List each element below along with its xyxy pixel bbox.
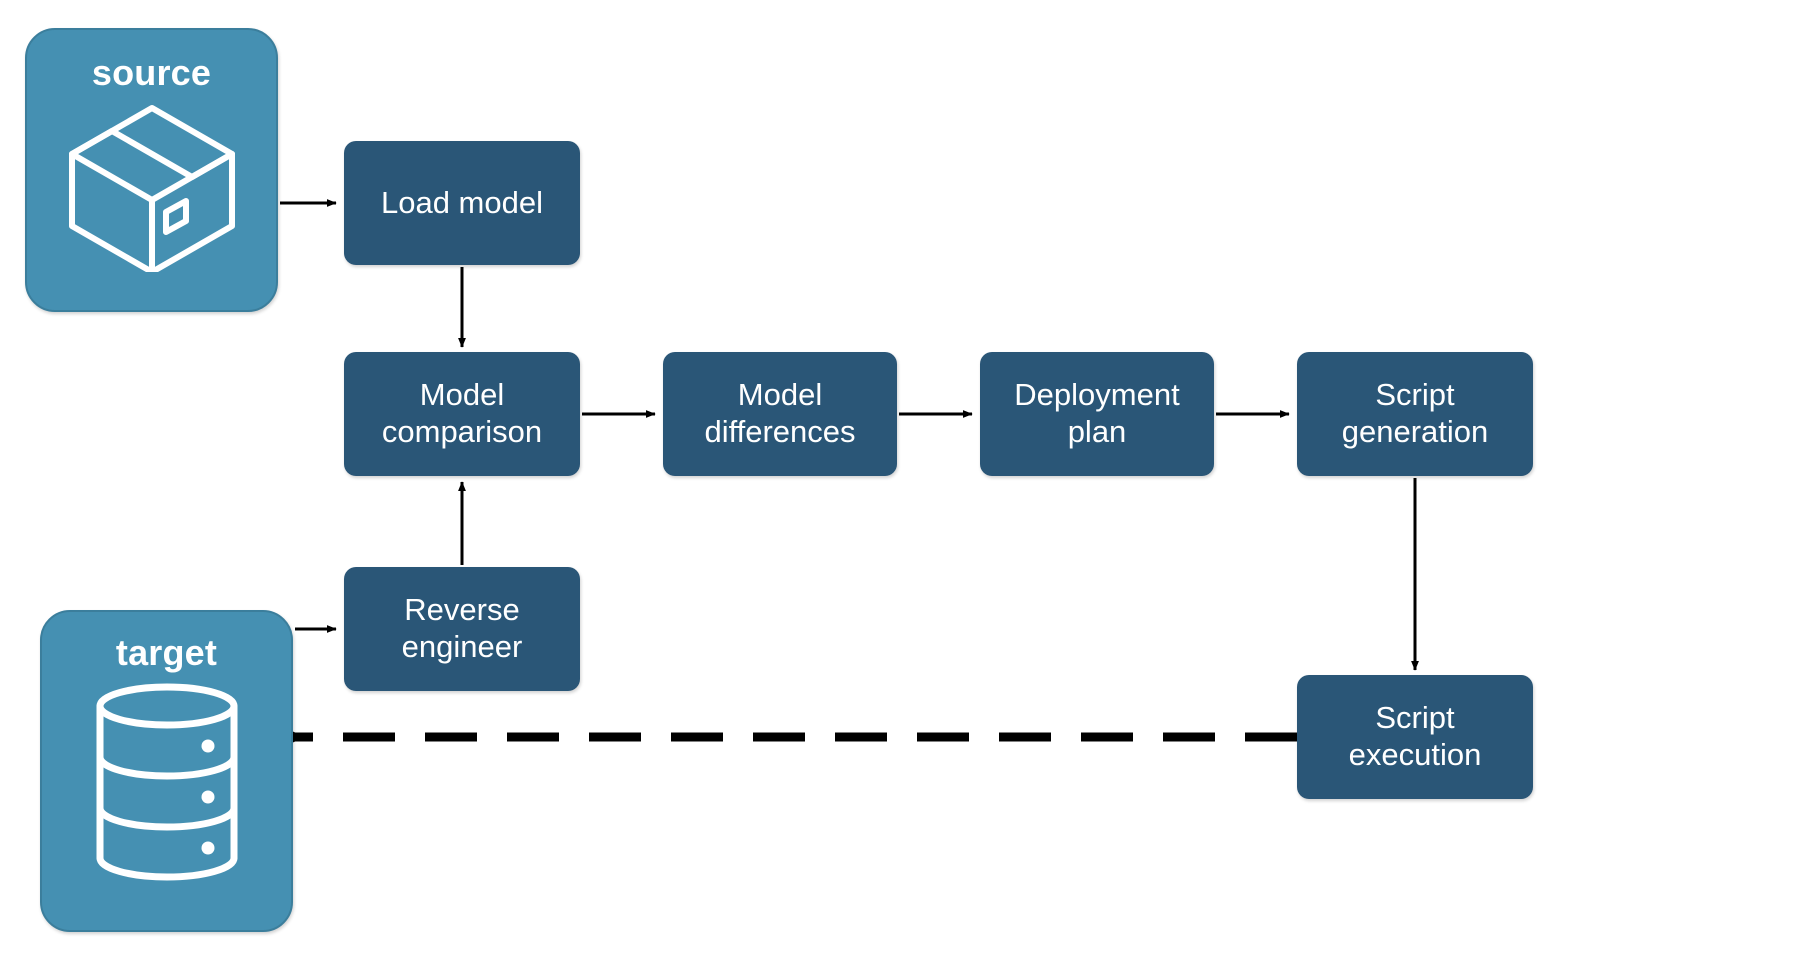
endpoint-target-label: target [115, 632, 218, 673]
package-cube-icon [62, 100, 242, 277]
process-box-deployment-plan[interactable]: Deployment plan [980, 352, 1214, 476]
process-box-script-execution[interactable]: Script execution [1297, 675, 1533, 799]
endpoint-source-label: source [91, 52, 212, 93]
database-cylinder-icon [92, 682, 242, 887]
process-box-script-generation[interactable]: Script generation [1297, 352, 1533, 476]
process-box-reverse-engineer[interactable]: Reverse engineer [344, 567, 580, 691]
endpoint-source[interactable]: source [25, 28, 278, 312]
endpoint-target[interactable]: target [40, 610, 293, 932]
process-box-load-model[interactable]: Load model [344, 141, 580, 265]
process-box-model-comparison[interactable]: Model comparison [344, 352, 580, 476]
process-box-model-differences[interactable]: Model differences [663, 352, 897, 476]
